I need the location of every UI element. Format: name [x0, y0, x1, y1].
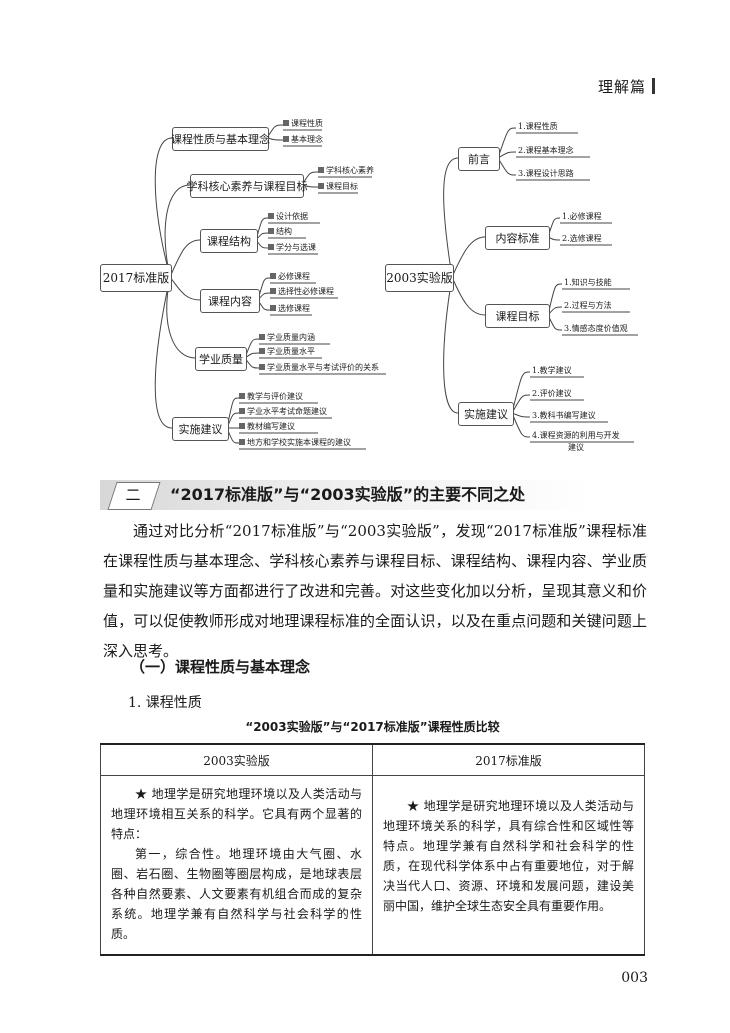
- mindmap-leaf: 学业水平考试命题建议: [239, 408, 327, 416]
- mindmap-leaf: 学业质量水平: [259, 348, 315, 356]
- section-number: 二: [125, 486, 141, 504]
- mindmap-2017-branch-1: 课程性质与基本理念: [171, 127, 270, 151]
- cell-paragraph: ★ 地理学是研究地理环境以及人类活动与地理环境相互关系的科学。它具有两个显著的特…: [111, 787, 362, 841]
- mindmap-leaf: 2.过程与方法: [564, 301, 612, 310]
- mindmap-2003-branch-1: 前言: [458, 147, 500, 171]
- table-header-2003: 2003实验版: [100, 743, 373, 776]
- mindmap-leaf: 选修课程: [270, 305, 310, 313]
- bullet-square-icon: [239, 423, 245, 429]
- mindmap-2017-branch-6: 实施建议: [172, 417, 229, 441]
- mindmap-2003-branch-4: 实施建议: [458, 402, 514, 426]
- bullet-square-icon: [318, 167, 324, 173]
- mindmap-leaf: 2.课程基本理念: [518, 146, 574, 155]
- mindmap-2017-root: 2017标准版: [100, 264, 172, 292]
- mindmap-2003-branch-2: 内容标准: [485, 226, 550, 250]
- table-caption: “2003实验版”与“2017标准版”课程性质比较: [245, 720, 500, 734]
- mindmap-leaf: 基本理念: [283, 136, 323, 144]
- mindmap-2017-branch-2: 学科核心素养与课程目标: [187, 174, 308, 198]
- mindmap-leaf: 学科核心素养: [318, 167, 374, 175]
- mindmap-leaf: 3.情感态度价值观: [564, 324, 628, 333]
- table-header-2017: 2017标准版: [372, 743, 645, 776]
- paragraph-text: 通过对比分析“2017标准版”与“2003实验版”，发现“2017标准版”课程标…: [103, 522, 647, 660]
- section-title: “2017标准版”与“2003实验版”的主要不同之处: [170, 485, 526, 504]
- bullet-square-icon: [259, 334, 265, 340]
- header-bar: [652, 78, 655, 94]
- subsection-title: （一）课程性质与基本理念: [130, 658, 311, 676]
- table-header-row: 2003实验版 2017标准版: [100, 743, 645, 776]
- bullet-square-icon: [283, 120, 289, 126]
- mindmap-2017-branch-4: 课程内容: [200, 289, 260, 313]
- mindmap-leaf: 课程性质: [283, 120, 323, 128]
- mindmap-leaf: 学分与选课: [268, 244, 316, 252]
- bullet-square-icon: [268, 244, 274, 250]
- mindmap-2003-branch-3: 课程目标: [485, 304, 550, 328]
- mindmap-leaf: 1.教学建议: [532, 366, 572, 375]
- mindmap-leaf: 1.课程性质: [518, 122, 558, 131]
- mindmap-2003-root: 2003实验版: [385, 264, 454, 292]
- bullet-square-icon: [270, 273, 276, 279]
- comparison-table: 2003实验版 2017标准版 ★ 地理学是研究地理环境以及人类活动与地理环境相…: [100, 743, 645, 956]
- bullet-square-icon: [239, 393, 245, 399]
- table-cell-2003: ★ 地理学是研究地理环境以及人类活动与地理环境相互关系的科学。它具有两个显著的特…: [100, 775, 373, 956]
- running-header: 理解篇: [597, 78, 646, 96]
- mindmap-leaf: 教材编写建议: [239, 423, 295, 431]
- mindmap-leaf: 2.评价建议: [532, 389, 572, 398]
- bullet-square-icon: [239, 439, 245, 445]
- cell-paragraph: 第一，综合性。地理环境由大气圈、水圈、岩石圈、生物圈等圈层构成，是地球表层各种自…: [111, 847, 362, 941]
- mindmap-leaf: 2.选修课程: [562, 234, 602, 243]
- mindmap-leaf: 3.课程设计思路: [518, 169, 574, 178]
- bullet-square-icon: [259, 348, 265, 354]
- bullet-square-icon: [318, 183, 324, 189]
- mindmap-leaf: 4.课程资源的利用与开发: [532, 431, 620, 440]
- bullet-square-icon: [239, 408, 245, 414]
- mindmap-2017-branch-3: 课程结构: [200, 229, 258, 253]
- mindmap-leaf: 学业质量内涵: [259, 334, 315, 342]
- mindmap-leaf: 设计依据: [268, 213, 308, 221]
- bullet-square-icon: [270, 305, 276, 311]
- section-heading-band: [100, 480, 645, 510]
- bullet-square-icon: [259, 364, 265, 370]
- table-row: ★ 地理学是研究地理环境以及人类活动与地理环境相互关系的科学。它具有两个显著的特…: [100, 775, 645, 956]
- subsection-item: 1. 课程性质: [128, 695, 202, 711]
- mindmap-leaf: 学业质量水平与考试评价的关系: [259, 364, 379, 372]
- bullet-square-icon: [270, 288, 276, 294]
- table-cell-2017: ★ 地理学是研究地理环境以及人类活动与地理环境关系的科学，具有综合性和区域性等特…: [372, 775, 645, 956]
- mindmap-leaf: 1.必修课程: [562, 212, 602, 221]
- page-number: 003: [621, 970, 648, 986]
- mindmap-2017-branch-5: 学业质量: [195, 347, 247, 371]
- mindmap-leaf: 教学与评价建议: [239, 393, 303, 401]
- body-paragraph: 通过对比分析“2017标准版”与“2003实验版”，发现“2017标准版”课程标…: [103, 516, 647, 666]
- bullet-square-icon: [283, 136, 289, 142]
- mindmap-area: 2017标准版 课程性质与基本理念 学科核心素养与课程目标 课程结构 课程内容 …: [0, 0, 730, 470]
- mindmap-connectors: [154, 124, 638, 450]
- mindmap-leaf: 结构: [268, 228, 292, 236]
- bullet-square-icon: [268, 228, 274, 234]
- mindmap-leaf: 课程目标: [318, 183, 358, 191]
- mindmap-leaf: 地方和学校实施本课程的建议: [239, 439, 351, 447]
- mindmap-leaf: 建议: [568, 443, 584, 452]
- bullet-square-icon: [268, 213, 274, 219]
- mindmap-leaf: 1.知识与技能: [564, 278, 612, 287]
- mindmap-leaf: 必修课程: [270, 273, 310, 281]
- mindmap-leaf: 3.教科书编写建议: [532, 411, 596, 420]
- mindmap-leaf: 选择性必修课程: [270, 288, 334, 296]
- cell-paragraph: ★ 地理学是研究地理环境以及人类活动与地理环境关系的科学，具有综合性和区域性等特…: [383, 799, 634, 913]
